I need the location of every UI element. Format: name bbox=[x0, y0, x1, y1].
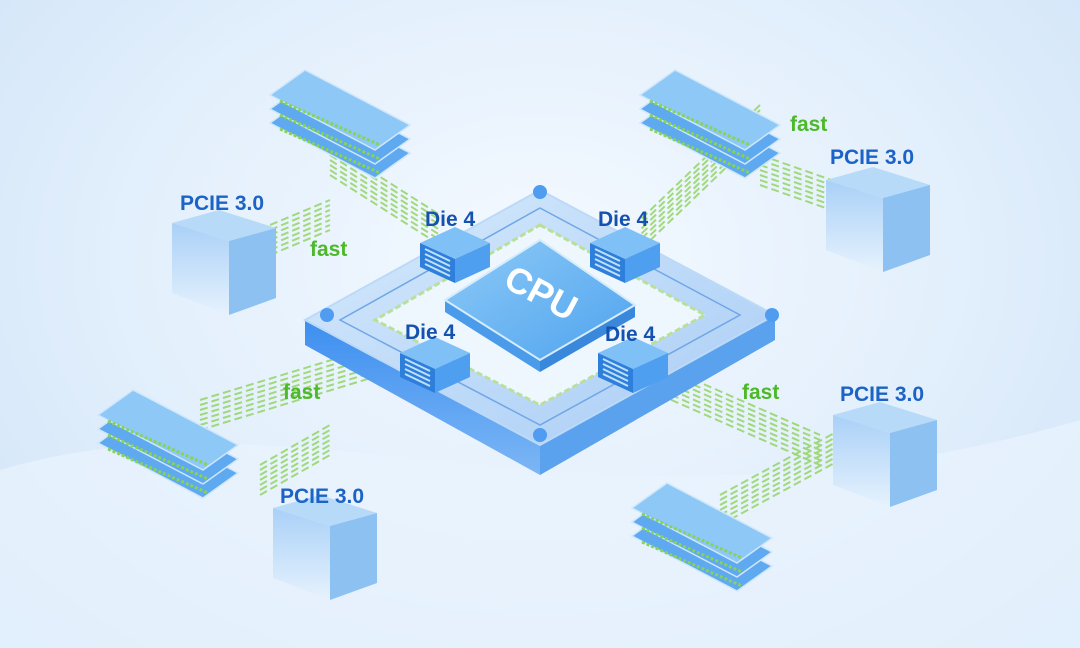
fast-link-label: fast bbox=[283, 381, 321, 404]
link-trace bbox=[719, 454, 841, 521]
die-label: Die 4 bbox=[425, 208, 476, 231]
pcie-device-cube-icon bbox=[273, 495, 377, 600]
fast-link-label: fast bbox=[742, 381, 780, 404]
link-trace bbox=[329, 169, 441, 241]
die-chip-icon bbox=[400, 337, 470, 393]
link-trace bbox=[259, 454, 331, 496]
link-trace bbox=[259, 444, 331, 486]
pcie-label: PCIE 3.0 bbox=[180, 192, 265, 215]
link-trace bbox=[259, 424, 331, 466]
link-trace bbox=[659, 389, 821, 461]
link-trace bbox=[269, 209, 331, 236]
pcie-device-cube-icon bbox=[172, 210, 276, 315]
die-chip-icon bbox=[598, 337, 668, 393]
link-trace bbox=[329, 159, 441, 231]
link-trace bbox=[259, 434, 331, 476]
fast-link-label: fast bbox=[310, 238, 348, 261]
memory-module-icon bbox=[638, 69, 782, 179]
link-trace bbox=[259, 439, 331, 481]
link-trace bbox=[199, 349, 431, 421]
link-trace bbox=[199, 329, 431, 401]
die-label: Die 4 bbox=[605, 323, 656, 346]
link-trace bbox=[269, 199, 331, 226]
pcie-label: PCIE 3.0 bbox=[830, 146, 915, 169]
link-traces bbox=[199, 104, 861, 526]
link-trace bbox=[719, 459, 841, 526]
link-trace bbox=[719, 449, 841, 516]
link-trace bbox=[719, 434, 841, 501]
die-chip-icon bbox=[420, 227, 490, 283]
link-trace bbox=[199, 339, 431, 411]
link-trace bbox=[659, 379, 821, 451]
link-trace bbox=[199, 359, 431, 431]
link-trace bbox=[259, 449, 331, 491]
link-trace bbox=[199, 354, 431, 426]
die-chip-icon bbox=[590, 227, 660, 283]
link-trace bbox=[269, 214, 331, 241]
cpu-chip bbox=[443, 238, 637, 372]
link-trace bbox=[199, 344, 431, 416]
memory-module-icon bbox=[630, 482, 774, 592]
link-trace bbox=[329, 154, 441, 226]
link-trace bbox=[329, 144, 441, 216]
link-trace bbox=[259, 429, 331, 471]
pcie-label: PCIE 3.0 bbox=[280, 485, 365, 508]
link-trace bbox=[659, 384, 821, 456]
memory-module-icon bbox=[268, 69, 412, 179]
link-trace bbox=[329, 149, 441, 221]
pcie-device-cube-icon bbox=[826, 167, 930, 272]
die-label: Die 4 bbox=[598, 208, 649, 231]
link-trace bbox=[199, 334, 431, 406]
fast-link-label: fast bbox=[790, 113, 828, 136]
die-label: Die 4 bbox=[405, 321, 456, 344]
link-trace bbox=[719, 444, 841, 511]
link-trace bbox=[329, 164, 441, 236]
link-trace bbox=[719, 439, 841, 506]
link-trace bbox=[269, 204, 331, 231]
pcie-label: PCIE 3.0 bbox=[840, 383, 925, 406]
link-trace bbox=[269, 224, 331, 251]
link-trace bbox=[659, 394, 821, 466]
link-trace bbox=[329, 174, 441, 246]
pcie-device-cube-icon bbox=[833, 402, 937, 507]
link-trace bbox=[269, 229, 331, 256]
memory-module-icon bbox=[96, 389, 240, 499]
link-trace bbox=[719, 429, 841, 496]
link-trace bbox=[269, 219, 331, 246]
